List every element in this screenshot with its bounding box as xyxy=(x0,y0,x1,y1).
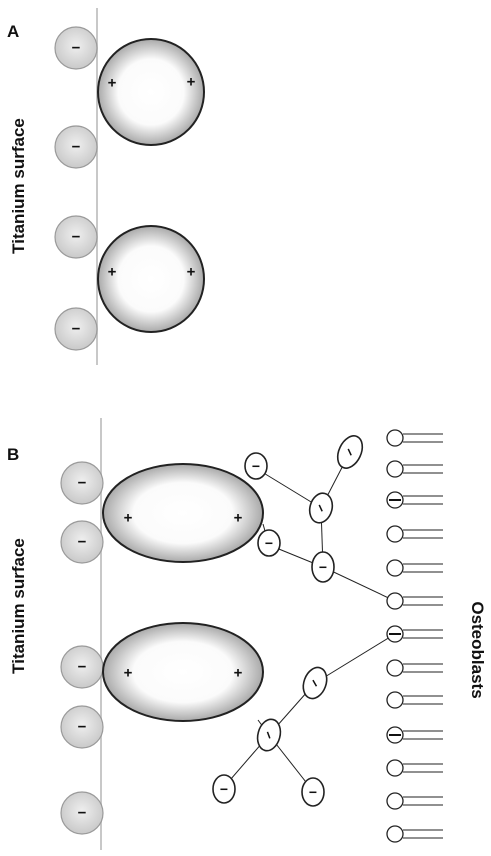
bridge-node: − xyxy=(244,452,268,480)
lipid-head xyxy=(386,759,404,777)
panel-b-cation-particle: + + xyxy=(102,622,264,722)
bridge-node: − xyxy=(311,551,335,583)
panel-b-surface-ion: − xyxy=(60,520,104,564)
panel-b: B Titanium surface − − − − − xyxy=(7,418,487,850)
negative-sign: − xyxy=(252,458,260,474)
panel-a-surface-label: Titanium surface xyxy=(9,118,28,254)
positive-sign: + xyxy=(234,510,243,527)
negative-sign: − xyxy=(78,659,87,676)
negative-sign: − xyxy=(72,229,81,246)
membrane-unit xyxy=(386,592,443,610)
panel-a: A Titanium surface − − − − + + + + xyxy=(7,8,205,365)
negative-sign: − xyxy=(72,40,81,57)
negative-sign: − xyxy=(72,321,81,338)
panel-b-surface-ion: − xyxy=(60,645,104,689)
lipid-head xyxy=(386,559,404,577)
panel-a-surface-ion: − xyxy=(54,26,98,70)
bridge-node: − xyxy=(256,718,282,752)
negative-sign: − xyxy=(78,475,87,492)
negative-sign: − xyxy=(78,534,87,551)
negative-sign: − xyxy=(309,784,317,800)
negative-sign: − xyxy=(78,719,87,736)
lipid-head xyxy=(386,825,404,843)
panel-b-cation-particle: + + xyxy=(102,463,264,563)
bridge-node: − xyxy=(212,774,236,804)
bridge-node: − xyxy=(301,777,325,807)
membrane-unit xyxy=(386,792,443,810)
membrane-unit xyxy=(386,691,443,709)
positive-sign: + xyxy=(124,510,133,527)
panel-a-cation-particle: + + xyxy=(97,225,205,333)
lipid-head xyxy=(386,792,404,810)
membrane-unit xyxy=(386,625,443,643)
osteoblast-membrane xyxy=(386,429,443,843)
positive-sign: + xyxy=(187,74,196,91)
membrane-unit xyxy=(386,491,443,509)
panel-b-surface-ion: − xyxy=(60,461,104,505)
lipid-head xyxy=(386,460,404,478)
positive-sign: + xyxy=(108,264,117,281)
negative-sign: − xyxy=(319,559,327,575)
panel-b-surface-ion: − xyxy=(60,791,104,835)
negative-sign: − xyxy=(78,805,87,822)
panel-a-cation-particle: + + xyxy=(97,38,205,146)
positive-sign: + xyxy=(108,75,117,92)
lipid-head xyxy=(386,592,404,610)
negative-sign: − xyxy=(265,535,273,551)
positive-sign: + xyxy=(124,665,133,682)
membrane-unit xyxy=(386,726,443,744)
lipid-head xyxy=(386,659,404,677)
lipid-head xyxy=(386,429,404,447)
membrane-unit xyxy=(386,429,443,447)
panel-b-surface-label: Titanium surface xyxy=(9,538,28,674)
bridge-node: − xyxy=(302,666,328,700)
osteoblasts-label: Osteoblasts xyxy=(468,601,487,698)
panel-b-label: B xyxy=(7,445,19,464)
membrane-unit xyxy=(386,525,443,543)
negative-sign: − xyxy=(72,139,81,156)
membrane-unit xyxy=(386,659,443,677)
panel-b-bridging-molecules: − − − − − − − xyxy=(212,435,364,807)
panel-a-label: A xyxy=(7,22,19,41)
membrane-unit xyxy=(386,759,443,777)
bridge-node: − xyxy=(336,435,364,469)
bridge-node: − xyxy=(308,492,334,524)
panel-a-surface-ion: − xyxy=(54,125,98,169)
membrane-unit xyxy=(386,460,443,478)
panel-a-surface-ion: − xyxy=(54,215,98,259)
negative-sign: − xyxy=(220,781,228,797)
positive-sign: + xyxy=(187,264,196,281)
membrane-unit xyxy=(386,559,443,577)
panel-a-surface-ion: − xyxy=(54,307,98,351)
panel-b-surface-ion: − xyxy=(60,705,104,749)
bridge-node: − xyxy=(257,529,281,557)
membrane-unit xyxy=(386,825,443,843)
lipid-head xyxy=(386,525,404,543)
lipid-head xyxy=(386,691,404,709)
positive-sign: + xyxy=(234,665,243,682)
